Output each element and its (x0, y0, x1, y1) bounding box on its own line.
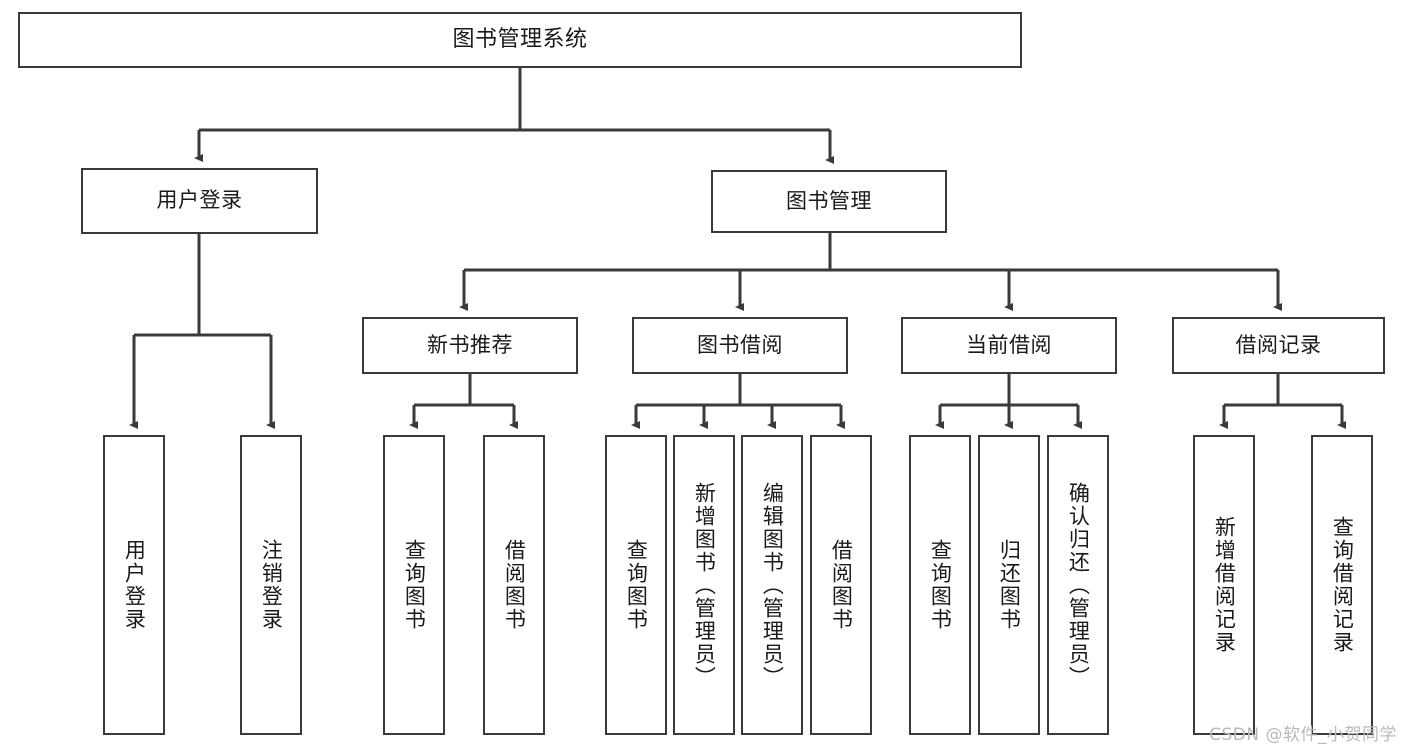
node-new-book-recommend[interactable]: 新书推荐 (362, 317, 578, 374)
node-new-book-recommend-label: 新书推荐 (427, 332, 513, 357)
leaf-query-book-c-label: 查询图书 (928, 539, 953, 631)
leaf-query-borrow-record-label: 查询借阅记录 (1330, 516, 1355, 654)
node-book-manage[interactable]: 图书管理 (711, 170, 947, 233)
leaf-add-borrow-record-label: 新增借阅记录 (1212, 516, 1237, 654)
node-user-login[interactable]: 用户登录 (81, 168, 318, 234)
node-root-label: 图书管理系统 (452, 26, 588, 52)
leaf-confirm-return[interactable]: 确认归还（管理员） (1047, 435, 1109, 735)
leaf-query-book-b[interactable]: 查询图书 (605, 435, 667, 735)
leaf-return-book-label: 归还图书 (997, 539, 1022, 631)
leaf-confirm-return-label: 确认归还（管理员） (1066, 481, 1091, 689)
leaf-borrow-book-b[interactable]: 借阅图书 (810, 435, 872, 735)
leaf-user-login[interactable]: 用户登录 (103, 435, 165, 735)
node-book-borrow-label: 图书借阅 (697, 332, 783, 357)
leaf-user-logout[interactable]: 注销登录 (240, 435, 302, 735)
node-user-login-label: 用户登录 (156, 188, 243, 213)
leaf-return-book[interactable]: 归还图书 (978, 435, 1040, 735)
leaf-edit-book[interactable]: 编辑图书（管理员） (741, 435, 803, 735)
leaf-add-book-label: 新增图书（管理员） (692, 481, 717, 689)
node-borrow-record[interactable]: 借阅记录 (1172, 317, 1385, 374)
node-borrow-record-label: 借阅记录 (1235, 332, 1322, 357)
leaf-query-book-c[interactable]: 查询图书 (909, 435, 971, 735)
node-root[interactable]: 图书管理系统 (18, 12, 1022, 68)
leaf-borrow-book-a-label: 借阅图书 (502, 539, 527, 631)
leaf-query-borrow-record[interactable]: 查询借阅记录 (1311, 435, 1373, 735)
leaf-add-book[interactable]: 新增图书（管理员） (673, 435, 735, 735)
leaf-query-book-b-label: 查询图书 (624, 539, 649, 631)
leaf-add-borrow-record[interactable]: 新增借阅记录 (1193, 435, 1255, 735)
node-current-borrow-label: 当前借阅 (966, 332, 1052, 357)
leaf-user-logout-label: 注销登录 (259, 539, 284, 631)
leaf-query-book-a-label: 查询图书 (402, 539, 427, 631)
leaf-borrow-book-b-label: 借阅图书 (829, 539, 854, 631)
leaf-query-book-a[interactable]: 查询图书 (383, 435, 445, 735)
leaf-edit-book-label: 编辑图书（管理员） (760, 481, 785, 689)
node-current-borrow[interactable]: 当前借阅 (901, 317, 1117, 374)
node-book-manage-label: 图书管理 (786, 188, 872, 213)
leaf-borrow-book-a[interactable]: 借阅图书 (483, 435, 545, 735)
leaf-user-login-label: 用户登录 (122, 539, 147, 631)
node-book-borrow[interactable]: 图书借阅 (632, 317, 848, 374)
